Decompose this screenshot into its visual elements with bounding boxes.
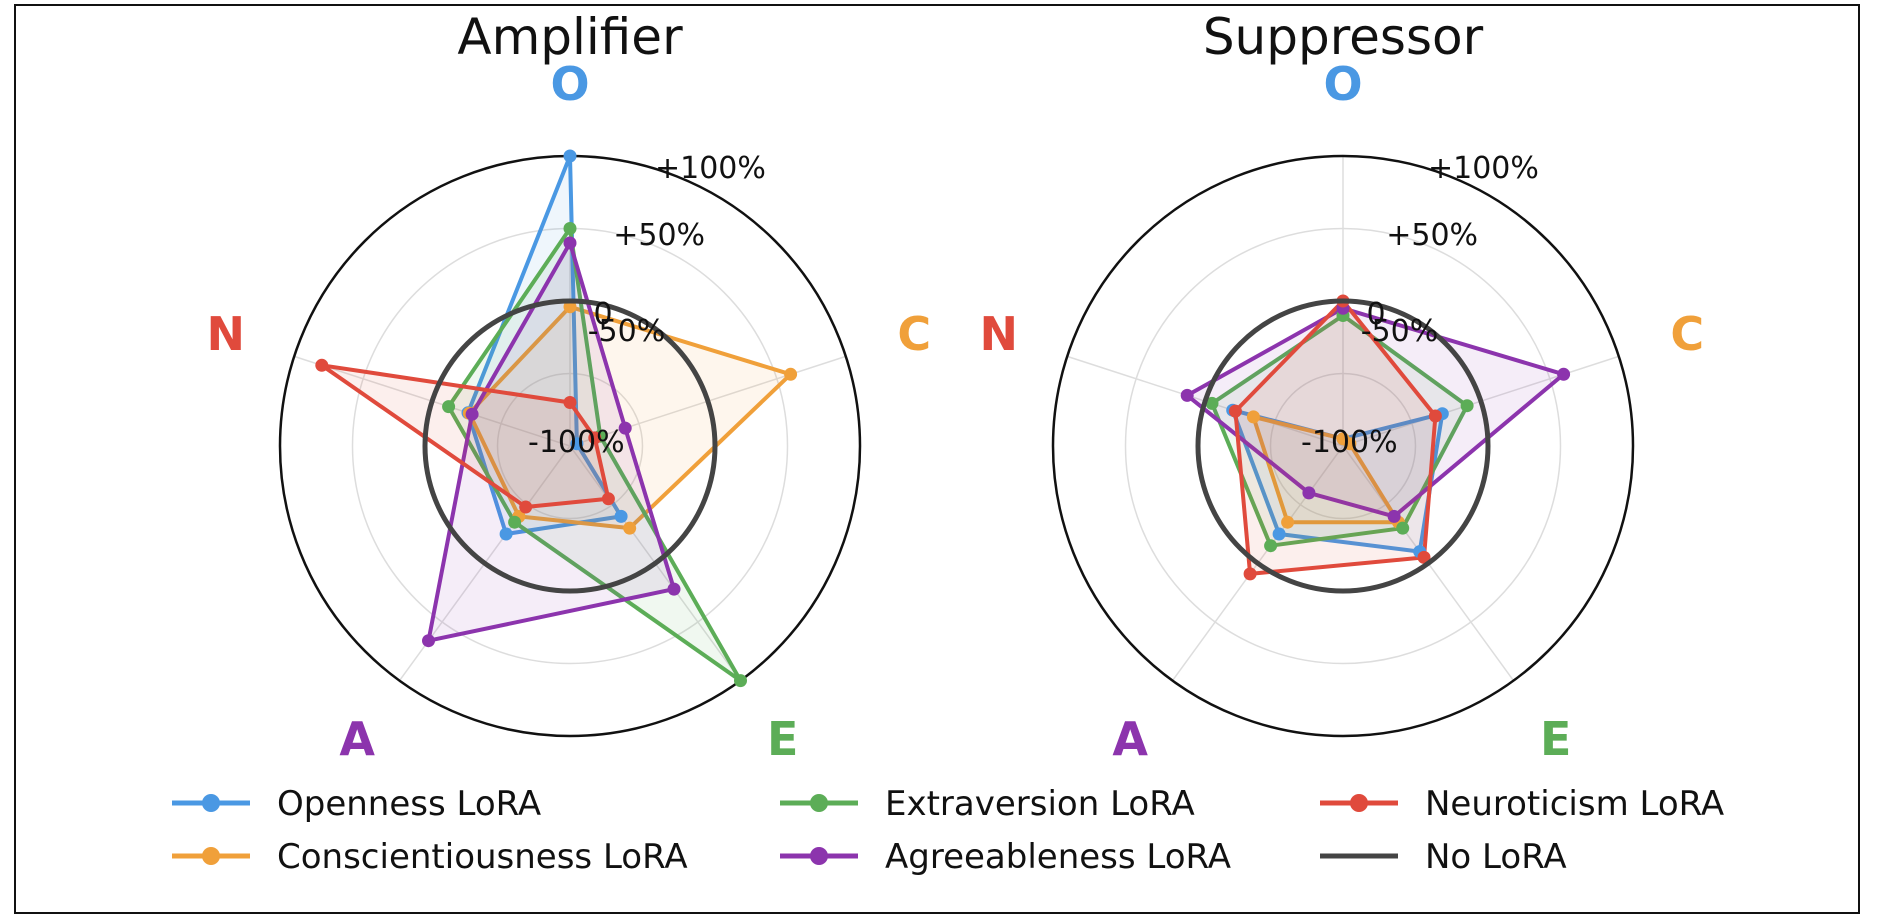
axis-label-E: E	[1540, 712, 1571, 766]
legend-swatch-marker	[1350, 794, 1368, 812]
series-O-point	[1272, 527, 1286, 541]
tick-label: 0	[593, 297, 612, 332]
series-C-point	[784, 367, 798, 381]
series-E-point	[1264, 539, 1278, 553]
tick-label: +100%	[655, 151, 766, 186]
axis-label-N: N	[206, 307, 245, 361]
series-E-point	[1460, 399, 1474, 413]
series-O-point	[499, 527, 513, 541]
legend-label: Extraversion LoRA	[885, 784, 1195, 824]
series-C-point	[1281, 515, 1295, 529]
series-E-point	[563, 222, 577, 235]
legend: Openness LoRA Extraversion LoRA Neuroticis…	[172, 784, 1724, 877]
series-N-point	[315, 358, 329, 372]
series-A-point	[563, 236, 577, 250]
tick-label: -50%	[588, 314, 666, 349]
series-N-polygon	[319, 363, 611, 509]
tick-label: +50%	[613, 218, 705, 253]
series-E-point	[734, 674, 747, 688]
legend-label: Openness LoRA	[277, 784, 541, 824]
series-E-point	[442, 400, 456, 414]
series-N-point	[601, 492, 615, 506]
series-A-point	[1557, 367, 1571, 381]
series-N-point	[519, 500, 533, 514]
axis-label-C: C	[897, 307, 931, 361]
no-lora-baseline-ring	[422, 298, 718, 594]
series-N-point	[1417, 550, 1431, 564]
series-A-point	[1387, 509, 1401, 523]
series-A-point	[1180, 388, 1194, 402]
series-O-polygon	[466, 154, 624, 536]
suppressor-radar-panel: Suppressor O C E A N -100% -50%0 +50% +100%	[979, 8, 1704, 766]
axis-label-O: O	[550, 57, 589, 111]
legend-label: Neuroticism LoRA	[1425, 784, 1724, 824]
series-O-point	[614, 509, 628, 523]
series-N-point	[1428, 409, 1442, 423]
series-C-point	[563, 300, 577, 314]
figure-frame	[14, 4, 1860, 914]
axis-label-A: A	[1112, 712, 1148, 766]
axis-label-N: N	[979, 307, 1018, 361]
legend-label: No LoRA	[1425, 837, 1567, 877]
series-N-point	[1228, 404, 1242, 418]
series-C-point	[1246, 410, 1260, 424]
axis-label-C: C	[1670, 307, 1704, 361]
legend-swatch-marker	[202, 794, 220, 812]
tick-label: -50%	[1361, 314, 1439, 349]
tick-label: +100%	[1428, 151, 1539, 186]
suppressor-title: Suppressor	[1203, 8, 1484, 66]
amplifier-title: Amplifier	[457, 8, 683, 66]
series-N-point	[1243, 567, 1257, 581]
legend-swatch-marker	[810, 847, 828, 865]
series-A-point	[618, 421, 632, 435]
series-E-point	[1396, 521, 1410, 535]
series-A-point	[422, 634, 435, 648]
series-N-point	[563, 396, 577, 409]
outer-ring	[1051, 154, 1635, 738]
series-A-polygon	[426, 241, 676, 643]
series-C-polygon	[467, 304, 793, 531]
series-E-point	[508, 515, 522, 529]
legend-label: Agreeableness LoRA	[885, 837, 1231, 877]
amplifier-radar-panel: Amplifier O C E A N -100% -50%0 +50% +100%	[206, 8, 931, 766]
tick-label: 0	[1366, 297, 1385, 332]
series-A-point	[1302, 486, 1316, 500]
series-N-point	[588, 431, 602, 445]
tick-label: -100%	[528, 425, 625, 460]
legend-label: Conscientiousness LoRA	[277, 837, 688, 877]
axis-label-A: A	[339, 712, 375, 766]
series-A-point	[465, 407, 479, 421]
series-O-point	[563, 149, 577, 163]
series-E-point	[1205, 396, 1219, 410]
legend-swatch-marker	[202, 847, 220, 865]
series-C-point	[1343, 437, 1357, 451]
series-A-point	[667, 582, 681, 596]
axis-label-E: E	[767, 712, 798, 766]
series-O-point	[570, 437, 584, 451]
legend-swatch-marker	[810, 794, 828, 812]
series-N-polygon	[1233, 299, 1438, 576]
tick-label: -100%	[1301, 425, 1398, 460]
axis-label-O: O	[1323, 57, 1362, 111]
no-lora-baseline-ring	[1195, 298, 1491, 594]
series-C-point	[623, 521, 637, 535]
tick-label: +50%	[1386, 218, 1478, 253]
